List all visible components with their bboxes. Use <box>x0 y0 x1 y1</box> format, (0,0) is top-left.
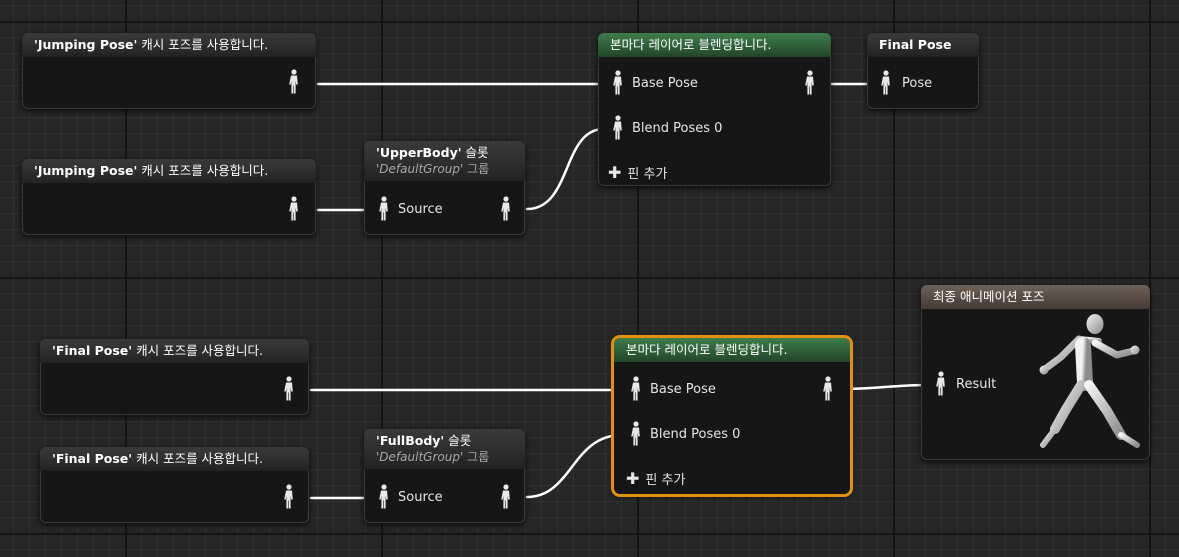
cache-pose-node-jumping-1[interactable]: 'Jumping Pose' 캐시 포즈를 사용합니다. <box>22 33 316 109</box>
running-figure-icon <box>1039 314 1140 448</box>
pin-label-blend-poses: Blend Poses 0 <box>650 427 741 442</box>
wire-upperbody-to-blendposes <box>525 127 606 211</box>
slot-node-upperbody[interactable]: 'UpperBody' 슬롯 'DefaultGroup' 그룹 Source <box>364 141 525 235</box>
pin-label-blend-poses: Blend Poses 0 <box>632 121 723 136</box>
pin-label-base-pose: Base Pose <box>650 382 716 397</box>
node-title: 'Jumping Pose' 캐시 포즈를 사용합니다. <box>22 159 316 183</box>
pose-pin-icon[interactable] <box>822 376 834 404</box>
output-pose-result-node[interactable]: 최종 애니메이션 포즈 Result <box>921 285 1150 460</box>
pose-pin-icon[interactable] <box>283 484 295 512</box>
wire-fullbody-to-blendposes <box>525 433 624 499</box>
pose-pin-icon[interactable] <box>880 70 892 98</box>
pin-label-result: Result <box>956 377 997 392</box>
add-pin-button[interactable]: ✚핀 추가 <box>608 163 668 182</box>
node-title: 'Final Pose' 캐시 포즈를 사용합니다. <box>40 339 309 363</box>
pose-pin-icon[interactable] <box>288 196 300 224</box>
layered-blend-node-bottom[interactable]: 본마다 레이어로 블렌딩합니다. Base Pose Blend Poses 0… <box>614 338 850 494</box>
pose-pin-icon[interactable] <box>378 196 390 224</box>
node-title: 'Final Pose' 캐시 포즈를 사용합니다. <box>40 447 309 471</box>
pose-pin-icon[interactable] <box>804 70 816 98</box>
cache-pose-node-final-2[interactable]: 'Final Pose' 캐시 포즈를 사용합니다. <box>40 447 309 523</box>
wire-blend-to-result <box>838 383 932 391</box>
pose-pin-icon[interactable] <box>630 421 642 449</box>
plus-icon: ✚ <box>626 469 640 488</box>
node-title: 'FullBody' 슬롯 'DefaultGroup' 그룹 <box>364 429 525 469</box>
pose-pin-icon[interactable] <box>288 69 300 97</box>
plus-icon: ✚ <box>608 163 622 182</box>
node-title: Final Pose <box>867 33 979 57</box>
node-title: 'UpperBody' 슬롯 'DefaultGroup' 그룹 <box>364 141 525 181</box>
pose-pin-icon[interactable] <box>378 484 390 512</box>
pose-pin-icon[interactable] <box>612 70 624 98</box>
pin-label-source: Source <box>398 202 443 217</box>
pose-pin-icon[interactable] <box>630 376 642 404</box>
node-title: 'Jumping Pose' 캐시 포즈를 사용합니다. <box>22 33 316 57</box>
node-title: 본마다 레이어로 블렌딩합니다. <box>614 338 850 362</box>
node-title: 최종 애니메이션 포즈 <box>921 285 1150 309</box>
layered-blend-node-top[interactable]: 본마다 레이어로 블렌딩합니다. Base Pose Blend Poses 0… <box>598 33 831 186</box>
pose-pin-icon[interactable] <box>500 484 512 512</box>
slot-node-fullbody[interactable]: 'FullBody' 슬롯 'DefaultGroup' 그룹 Source <box>364 429 525 523</box>
pose-pin-icon[interactable] <box>500 196 512 224</box>
cache-pose-node-final-1[interactable]: 'Final Pose' 캐시 포즈를 사용합니다. <box>40 339 309 415</box>
cache-pose-node-jumping-2[interactable]: 'Jumping Pose' 캐시 포즈를 사용합니다. <box>22 159 316 235</box>
pose-pin-icon[interactable] <box>283 376 295 404</box>
add-pin-button[interactable]: ✚핀 추가 <box>626 469 686 488</box>
pin-label-source: Source <box>398 490 443 505</box>
node-title: 본마다 레이어로 블렌딩합니다. <box>598 33 831 57</box>
pose-pin-icon[interactable] <box>612 115 624 143</box>
pin-label-pose: Pose <box>902 76 933 91</box>
pin-label-base-pose: Base Pose <box>632 76 698 91</box>
pose-pin-icon[interactable] <box>935 371 947 399</box>
final-pose-node[interactable]: Final Pose Pose <box>867 33 979 109</box>
